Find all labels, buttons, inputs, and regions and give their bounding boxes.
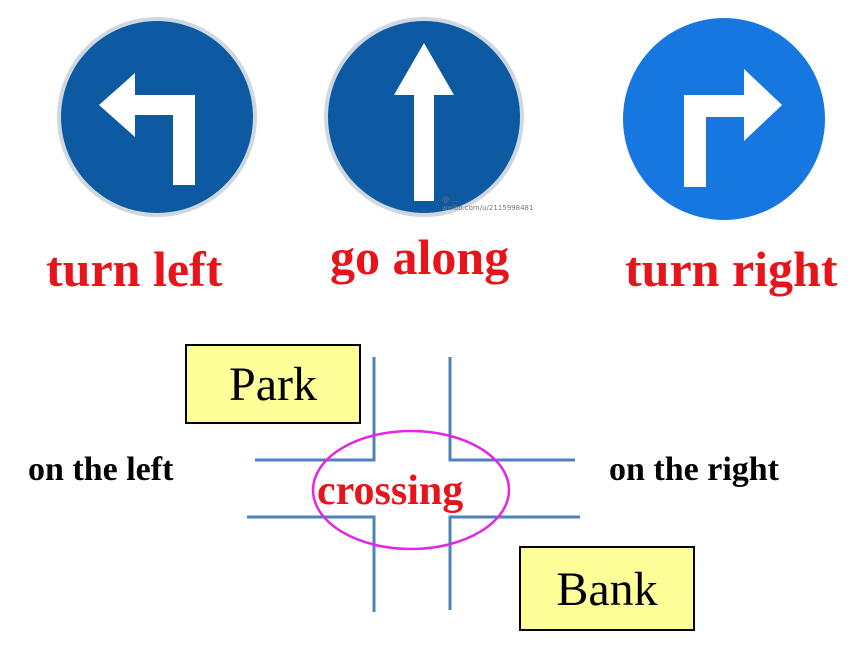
go-along-label: go along bbox=[330, 229, 510, 285]
on-the-right-label: on the right bbox=[609, 451, 779, 488]
go-along-sign bbox=[322, 15, 526, 219]
crossing-ellipse bbox=[311, 429, 511, 551]
crossing-label: crossing bbox=[317, 468, 464, 514]
turn-left-sign bbox=[55, 15, 259, 219]
on-the-left-label: on the left bbox=[28, 451, 174, 488]
turn-left-label: turn left bbox=[46, 241, 223, 297]
bank-box: Bank bbox=[519, 546, 695, 631]
straight-arrow-icon bbox=[324, 17, 524, 217]
road-lines bbox=[247, 357, 580, 612]
park-box: Park bbox=[185, 344, 361, 424]
watermark-text: @ ... weibo.com/u/2115998481 bbox=[442, 196, 534, 212]
turn-left-arrow-icon bbox=[57, 17, 257, 217]
turn-right-label: turn right bbox=[625, 241, 838, 297]
turn-right-arrow-icon bbox=[623, 18, 825, 220]
turn-right-sign bbox=[622, 17, 826, 221]
